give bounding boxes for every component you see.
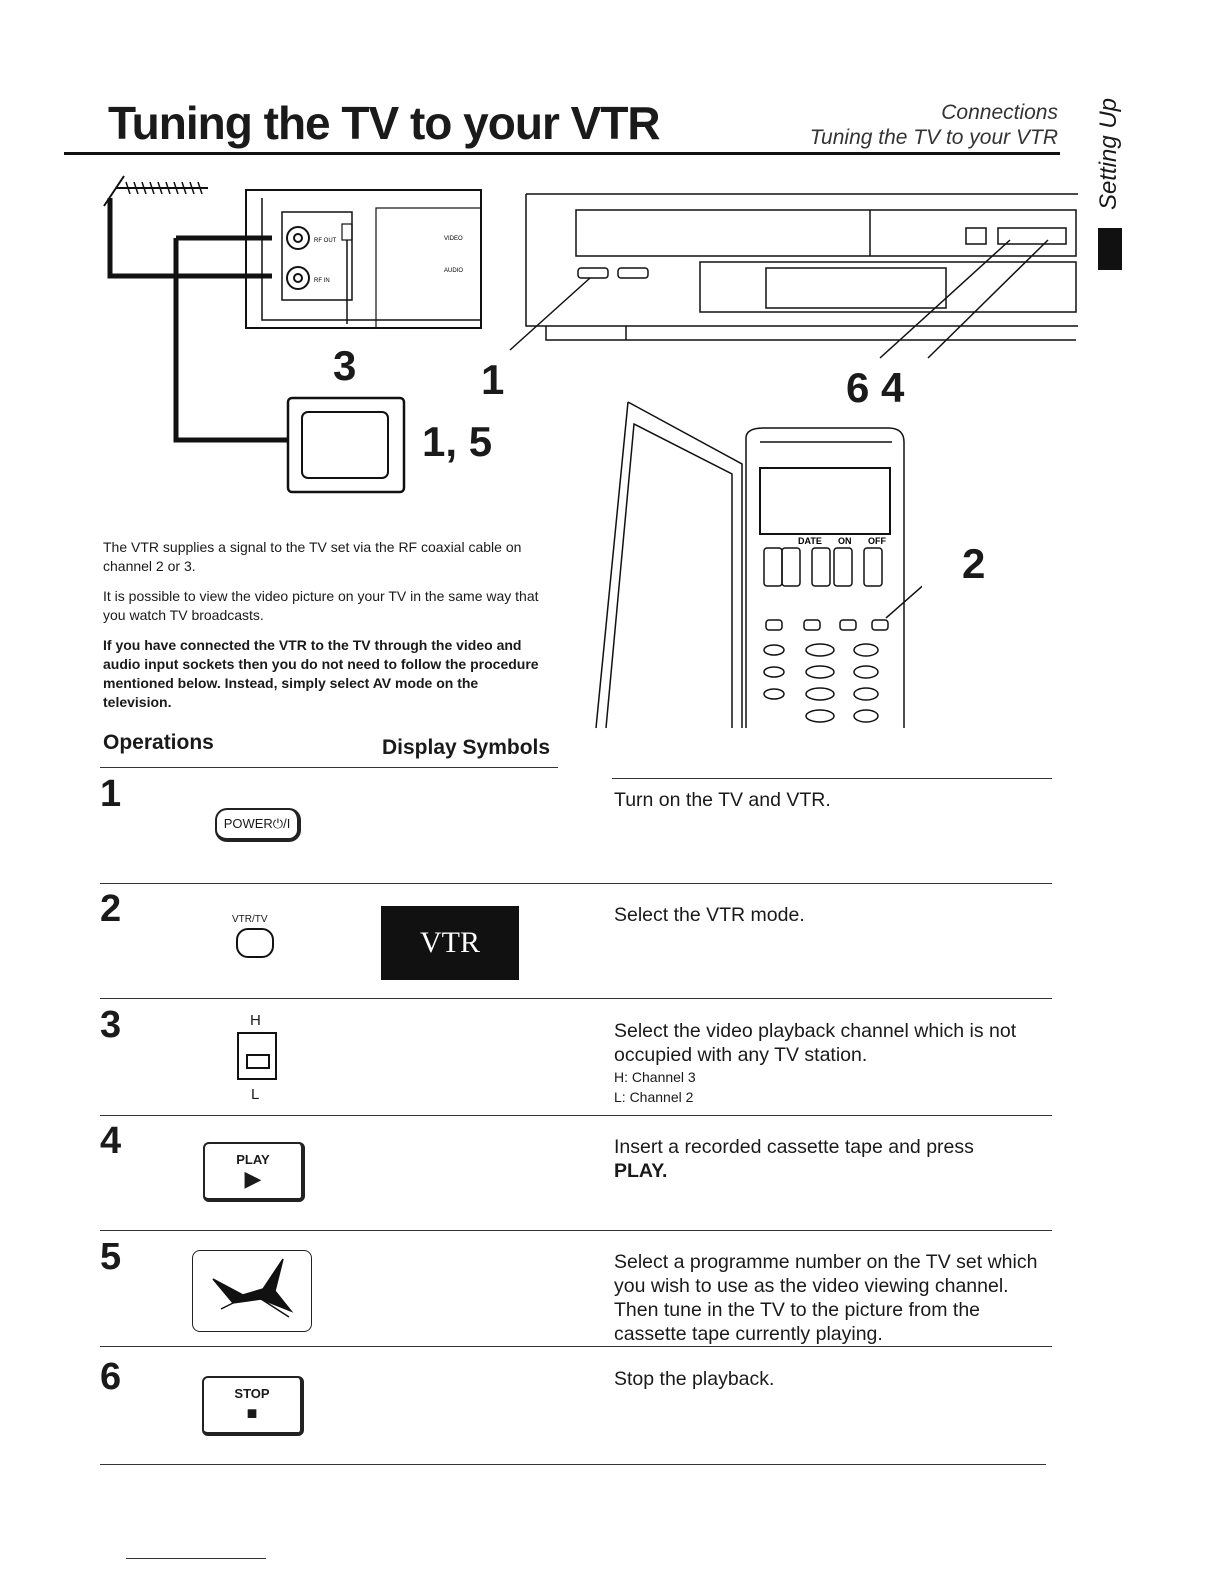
rule xyxy=(100,883,1052,884)
header-rule xyxy=(64,152,1060,155)
channel-switch[interactable] xyxy=(237,1032,277,1080)
intro-paragraph-1: The VTR supplies a signal to the TV set … xyxy=(103,539,522,574)
vtr-display-symbol: VTR xyxy=(381,906,519,980)
video-label: VIDEO xyxy=(444,236,463,242)
rule xyxy=(100,767,558,768)
stop-button-label: STOP xyxy=(234,1386,270,1401)
switch-slider[interactable] xyxy=(246,1054,270,1069)
on-label: ON xyxy=(838,536,852,546)
step-text-5: Select a programme number on the TV set … xyxy=(614,1251,1038,1345)
rule xyxy=(612,778,1052,779)
rule xyxy=(100,1346,1052,1347)
rule xyxy=(100,998,1052,999)
step-number-2: 2 xyxy=(100,888,122,930)
step-text-2: Select the VTR mode. xyxy=(614,904,805,926)
step-number-6: 6 xyxy=(100,1356,122,1398)
callout-1: 1 xyxy=(481,356,505,403)
intro-paragraph-3: If you have connected the VTR to the TV … xyxy=(103,637,539,710)
connection-diagram: RF OUT RF IN VIDEO AUDIO xyxy=(103,175,482,494)
step-text-6: Stop the playback. xyxy=(614,1368,775,1390)
channel-note-l: L: Channel 2 xyxy=(614,1089,694,1105)
date-label: DATE xyxy=(798,536,822,546)
intro-paragraph-2: It is possible to view the video picture… xyxy=(103,588,539,623)
footer-rule xyxy=(126,1558,266,1559)
callout-1-5: 1, 5 xyxy=(422,418,493,465)
operations-heading: Operations xyxy=(103,731,214,754)
switch-l-label: L xyxy=(251,1086,260,1103)
step-text-4: Insert a recorded cassette tape and pres… xyxy=(614,1135,1044,1183)
play-button[interactable]: PLAY ▶ xyxy=(203,1142,305,1202)
stop-icon: ■ xyxy=(246,1403,258,1423)
step-text-3-main: Select the video playback channel which … xyxy=(614,1020,1017,1066)
rule xyxy=(100,1230,1052,1231)
power-button[interactable]: POWER⏻/I xyxy=(215,808,301,842)
side-tab-label: Setting Up xyxy=(1095,97,1122,211)
side-tab-marker xyxy=(1098,228,1122,270)
tv-tuning-picture xyxy=(192,1250,312,1332)
step-number-5: 5 xyxy=(100,1236,122,1278)
rf-out-label: RF OUT xyxy=(314,238,337,244)
callout-2: 2 xyxy=(962,540,986,587)
vtr-eject-button xyxy=(617,267,649,279)
vtr-tv-button[interactable] xyxy=(236,928,274,958)
callout-6-4: 6 4 xyxy=(846,364,905,411)
callout-3: 3 xyxy=(333,342,357,389)
step-number-1: 1 xyxy=(100,773,122,815)
vtr-rew-button xyxy=(965,227,987,245)
stop-button[interactable]: STOP ■ xyxy=(202,1376,304,1436)
step-text-4-bold: PLAY. xyxy=(614,1160,668,1182)
rule xyxy=(100,1464,1046,1465)
rf-in-label: RF IN xyxy=(314,278,330,284)
vtr-power-button xyxy=(577,267,609,279)
off-label: OFF xyxy=(868,536,886,546)
section-label: Connections xyxy=(941,101,1058,124)
rule xyxy=(100,1115,1052,1116)
vtr-tv-label: VTR/TV xyxy=(232,914,268,925)
display-symbols-heading: Display Symbols xyxy=(382,736,551,759)
subsection-label: Tuning the TV to your VTR xyxy=(809,126,1058,149)
vtr-front-diagram xyxy=(509,193,1078,359)
step-text-3: Select the video playback channel which … xyxy=(614,1019,1044,1107)
play-icon: ▶ xyxy=(244,1166,262,1191)
crane-bird-icon xyxy=(212,1258,294,1318)
side-tab: Setting Up xyxy=(1086,80,1122,230)
step-number-3: 3 xyxy=(100,1004,122,1046)
page-title: Tuning the TV to your VTR xyxy=(108,97,661,149)
channel-note-h: H: Channel 3 xyxy=(614,1069,696,1085)
play-button-label: PLAY xyxy=(236,1152,270,1167)
remote-control-diagram: DATE ON OFF xyxy=(595,401,922,729)
step-text-4-main: Insert a recorded cassette tape and pres… xyxy=(614,1136,974,1158)
step-number-4: 4 xyxy=(100,1120,122,1162)
audio-label: AUDIO xyxy=(444,268,463,274)
step-text-1: Turn on the TV and VTR. xyxy=(614,789,831,811)
switch-h-label: H xyxy=(250,1012,261,1029)
